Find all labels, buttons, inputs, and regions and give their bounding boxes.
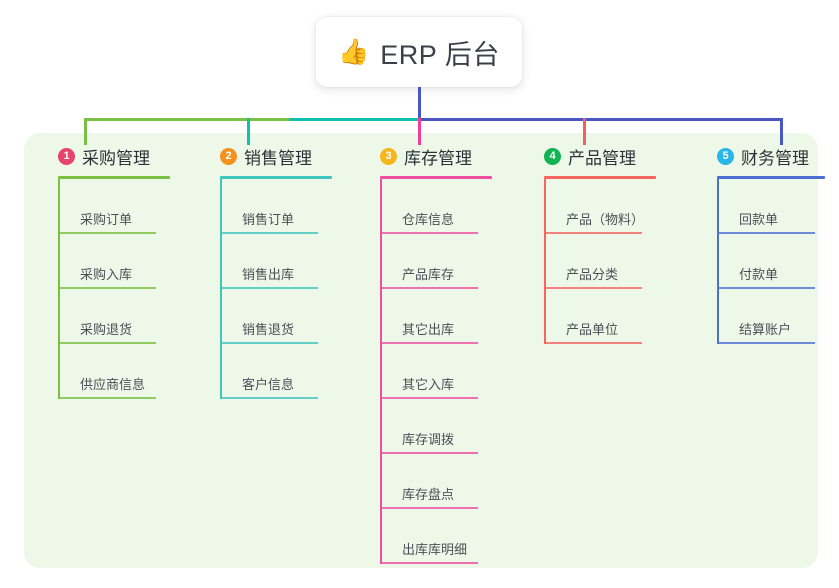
leaf-item-label: 其它出库 [402,322,455,337]
category-column-5: 5 财务管理回款单付款单结算账户 [700,143,825,344]
leaf-underline [220,287,318,289]
leaf-item-label: 供应商信息 [80,377,146,392]
category-column-2: 2 销售管理销售订单销售出库销售退货客户信息 [203,143,332,399]
leaf-item-label: 回款单 [739,212,779,227]
leaf-item-label: 采购退货 [80,322,133,337]
category-title: 销售管理 [244,148,312,168]
leaf-underline [544,232,642,234]
leaf-underline [220,342,318,344]
leaf-spine [544,179,546,344]
drop-col-5 [780,118,783,145]
category-underline [717,176,825,179]
leaf-item-label: 采购入库 [80,267,133,282]
category-title: 库存管理 [404,148,472,168]
category-underline [380,176,492,179]
category-number-badge: 2 [220,147,237,165]
leaf-underline [717,342,815,344]
category-header-4[interactable]: 4 产品管理 [527,143,636,169]
leaf-underline [220,397,318,399]
leaf-item-label: 采购订单 [80,212,133,227]
leaf-underline [220,232,318,234]
leaf-underline [717,287,815,289]
leaf-item-label: 销售订单 [242,212,295,227]
leaf-spine [380,179,382,564]
leaf-underline [544,287,642,289]
category-column-1: 1 采购管理采购订单采购入库采购退货供应商信息 [41,143,170,399]
leaf-item-label: 结算账户 [739,322,792,337]
category-title: 产品管理 [568,148,636,168]
leaf-underline [58,232,156,234]
leaf-underline [380,397,478,399]
leaf-spine [220,179,222,399]
leaf-underline [380,232,478,234]
category-title: 财务管理 [741,148,809,168]
leaf-item-label: 销售出库 [242,267,295,282]
leaf-item-label: 库存调拨 [402,432,455,447]
leaf-underline [380,562,478,564]
category-header-1[interactable]: 1 采购管理 [41,143,150,169]
category-header-2[interactable]: 2 销售管理 [203,143,312,169]
root-stem [418,87,421,121]
root-node-label: ERP 后台 [380,39,500,70]
category-underline [544,176,656,179]
category-column-4: 4 产品管理产品（物料） 产品分类产品单位 [527,143,656,344]
leaf-spine [717,179,719,344]
root-node[interactable]: 👍 ERP 后台 [316,17,522,87]
drop-col-2 [247,118,250,145]
drop-col-1 [84,118,87,145]
leaf-underline [58,287,156,289]
leaf-item-label: 产品分类 [566,267,619,282]
leaf-item-label: 产品库存 [402,267,455,282]
leaf-underline [58,342,156,344]
leaf-underline [380,507,478,509]
category-header-3[interactable]: 3 库存管理 [363,143,472,169]
category-title: 采购管理 [82,148,150,168]
leaf-item-label: 客户信息 [242,377,295,392]
leaf-underline [717,232,815,234]
category-number-badge: 4 [544,147,561,165]
leaf-underline [380,342,478,344]
category-number-badge: 1 [58,147,75,165]
leaf-spine [58,179,60,399]
categories-panel [24,133,818,568]
leaf-item-label: 销售退货 [242,322,295,337]
trunk-segment-3 [418,118,783,121]
category-number-badge: 3 [380,147,397,165]
trunk-segment-1 [84,118,291,121]
drop-col-3 [418,118,421,145]
drop-col-4 [583,118,586,145]
thumbs-up-icon: 👍 [338,37,370,66]
leaf-underline [544,342,642,344]
leaf-item-label: 仓库信息 [402,212,455,227]
category-number-badge: 5 [717,147,734,165]
category-underline [58,176,170,179]
category-column-3: 3 库存管理仓库信息产品库存其它出库其它入库库存调拨库存盘点出库库明细 [363,143,492,564]
category-underline [220,176,332,179]
leaf-underline [58,397,156,399]
leaf-underline [380,287,478,289]
leaf-item-label: 其它入库 [402,377,455,392]
category-header-5[interactable]: 5 财务管理 [700,143,809,169]
leaf-underline [380,452,478,454]
leaf-item-label: 付款单 [739,267,779,282]
trunk-segment-2 [289,118,420,121]
leaf-item-label: 出库库明细 [402,542,468,557]
leaf-item-label: 库存盘点 [402,487,455,502]
leaf-item-label: 产品单位 [566,322,619,337]
leaf-item-label: 产品（物料） [566,212,645,227]
